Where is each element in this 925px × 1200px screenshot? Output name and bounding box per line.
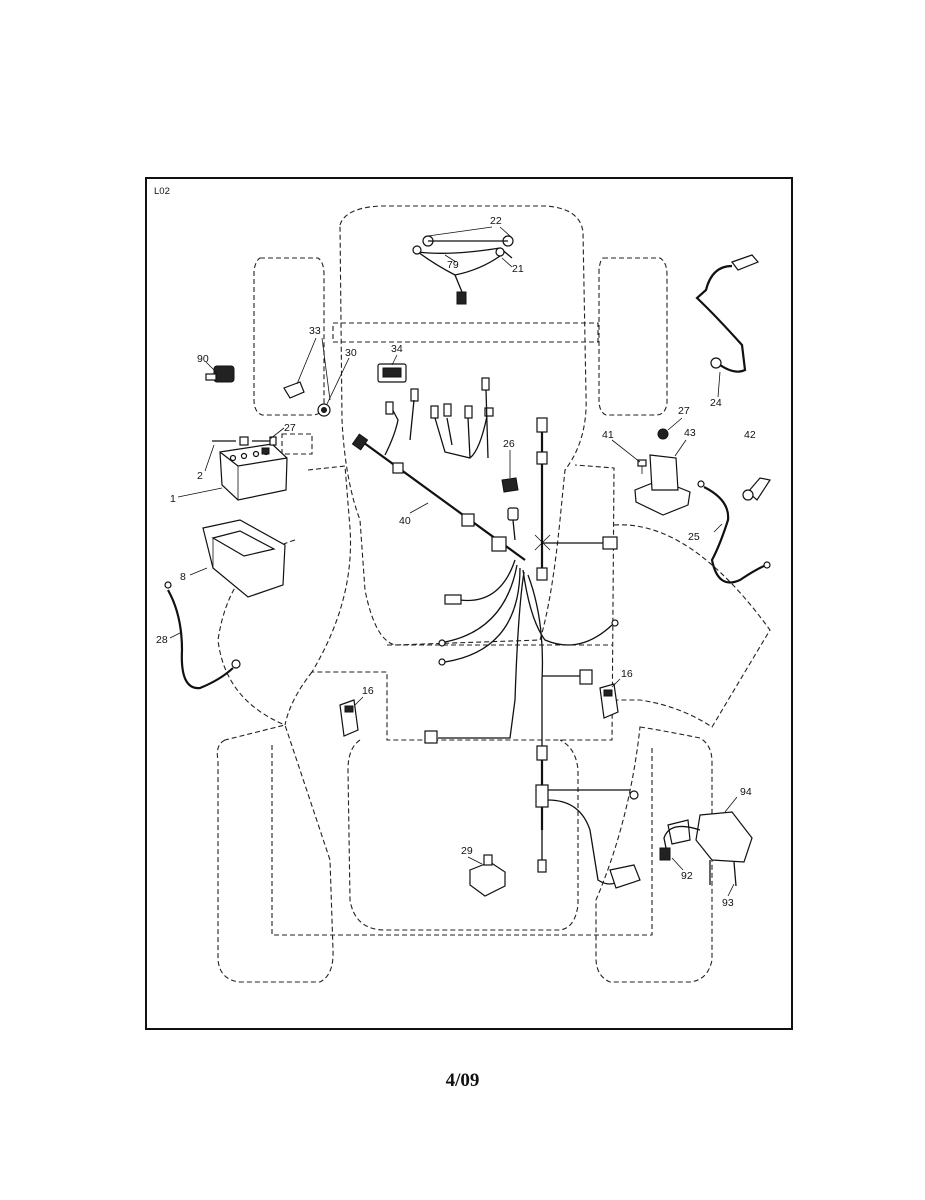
callout-labels: 22 79 21 33 30 90 34 27 2 1 40 26 41 27 … [156, 215, 756, 909]
battery [212, 433, 313, 501]
diagram-frame [145, 177, 793, 1030]
callout-16-left: 16 [362, 685, 374, 697]
callout-42: 42 [744, 429, 756, 441]
callout-26: 26 [503, 438, 515, 450]
callout-8: 8 [180, 571, 186, 583]
vertical-harness [534, 417, 618, 581]
module-94 [609, 811, 753, 889]
part-90-switch [205, 365, 235, 383]
callout-25: 25 [688, 531, 700, 543]
callout-79: 79 [447, 259, 459, 271]
headlight-harness [412, 235, 514, 305]
cable-24 [695, 254, 760, 373]
callout-2: 2 [197, 470, 203, 482]
callout-1: 1 [170, 493, 176, 505]
callout-33: 33 [309, 325, 321, 337]
part-34-switch [377, 363, 407, 383]
ignition-key-switch [283, 381, 331, 417]
callout-34: 34 [391, 343, 403, 355]
callout-30: 30 [345, 347, 357, 359]
part-16-left [339, 699, 359, 737]
terminal-boot-42 [742, 477, 771, 501]
cable-25 [697, 480, 771, 584]
callout-40: 40 [399, 515, 411, 527]
tractor-outline [216, 205, 771, 983]
callout-22: 22 [490, 215, 502, 227]
callout-43: 43 [684, 427, 696, 439]
callout-28: 28 [156, 634, 168, 646]
part-16-right [599, 683, 619, 719]
callout-16-right: 16 [621, 668, 633, 680]
callout-92: 92 [681, 870, 693, 882]
callout-41: 41 [602, 429, 614, 441]
solenoid [634, 428, 691, 516]
callout-90: 90 [197, 353, 209, 365]
leader-lines [169, 226, 738, 897]
rear-harness [535, 745, 639, 885]
diagram-code: L02 [154, 186, 170, 197]
callout-93: 93 [722, 897, 734, 909]
callout-21: 21 [512, 263, 524, 275]
callout-27-battery: 27 [284, 422, 296, 434]
part-29-switch [468, 854, 507, 897]
cable-28 [164, 581, 241, 690]
callout-24: 24 [710, 397, 722, 409]
callout-94: 94 [740, 786, 752, 798]
battery-tray [202, 519, 286, 598]
callout-27-solenoid: 27 [678, 405, 690, 417]
main-harness [351, 377, 619, 750]
callout-29: 29 [461, 845, 473, 857]
part-26 [501, 477, 519, 493]
page-number: 4/09 [445, 1070, 480, 1091]
